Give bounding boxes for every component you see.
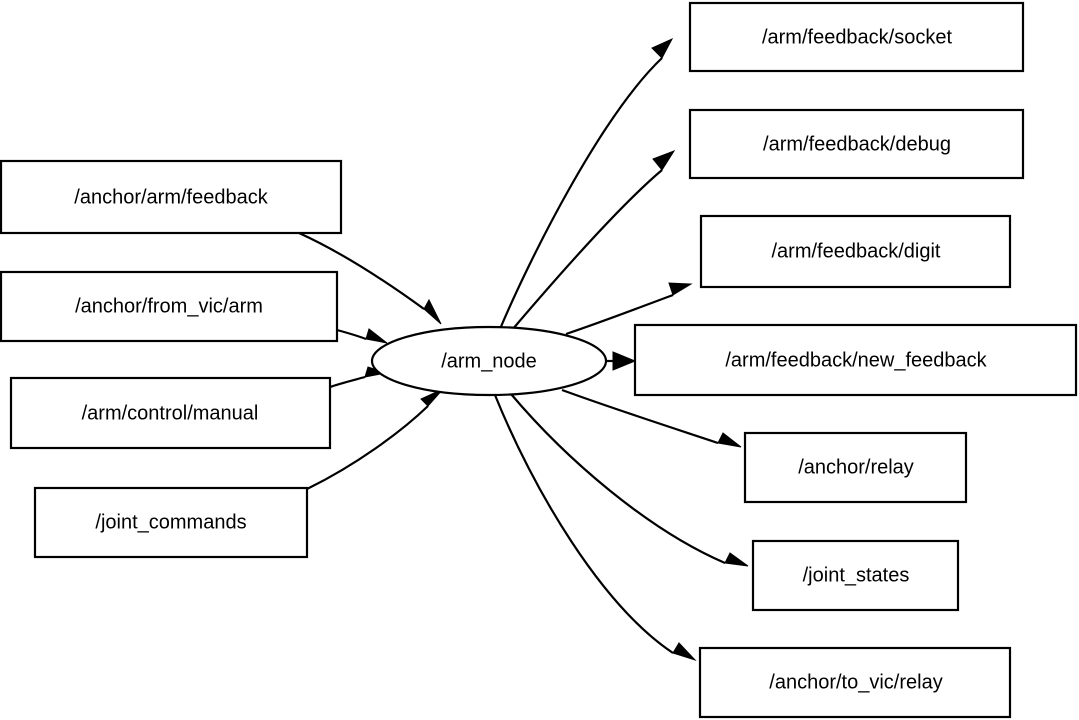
edges-outgoing (493, 37, 749, 662)
node-label-anchor-to-vic-relay: /anchor/to_vic/relay (769, 671, 942, 693)
output-nodes: /arm/feedback/socket /arm/feedback/debug… (633, 1, 1078, 719)
node-anchor-to-vic-relay[interactable]: /anchor/to_vic/relay (698, 646, 1012, 719)
node-arm-feedback-debug[interactable]: /arm/feedback/debug (688, 108, 1025, 180)
node-label-arm-node: /arm_node (441, 350, 537, 372)
node-arm-control-manual[interactable]: /arm/control/manual (9, 376, 332, 450)
node-arm-node[interactable]: /arm_node (370, 325, 608, 397)
node-label-arm-feedback-new-feedback: /arm/feedback/new_feedback (725, 349, 987, 371)
edge-arm-node-to-joint-states (510, 393, 749, 567)
edge-arm-node-to-arm-feedback-new-feedback (606, 351, 637, 371)
input-nodes: /anchor/arm/feedback /anchor/from_vic/ar… (0, 159, 343, 559)
edge-arm-node-to-arm-feedback-socket (498, 37, 674, 330)
node-label-arm-feedback-debug: /arm/feedback/debug (763, 133, 951, 155)
edge-anchor-from-vic-arm-to-arm-node (336, 328, 388, 344)
node-arm-feedback-new-feedback[interactable]: /arm/feedback/new_feedback (633, 323, 1078, 397)
edge-arm-node-to-anchor-to-vic-relay (493, 394, 697, 662)
node-joint-states[interactable]: /joint_states (751, 539, 960, 612)
edge-arm-node-to-arm-feedback-debug (511, 149, 676, 331)
edge-arm-node-to-anchor-relay (561, 388, 742, 448)
node-anchor-from-vic-arm[interactable]: /anchor/from_vic/arm (0, 270, 339, 343)
node-anchor-relay[interactable]: /anchor/relay (743, 431, 968, 504)
node-label-joint-states: /joint_states (803, 564, 910, 586)
node-anchor-arm-feedback[interactable]: /anchor/arm/feedback (0, 159, 343, 235)
edge-joint-commands-to-arm-node (306, 388, 444, 490)
node-arm-feedback-socket[interactable]: /arm/feedback/socket (688, 1, 1025, 73)
node-label-anchor-from-vic-arm: /anchor/from_vic/arm (75, 295, 263, 317)
node-label-joint-commands: /joint_commands (95, 511, 246, 533)
node-arm-feedback-digit[interactable]: /arm/feedback/digit (699, 214, 1012, 289)
node-label-arm-feedback-digit: /arm/feedback/digit (772, 240, 941, 262)
node-label-anchor-relay: /anchor/relay (798, 456, 914, 478)
edge-anchor-arm-feedback-to-arm-node (298, 231, 442, 325)
edges-incoming (298, 231, 444, 490)
node-label-arm-control-manual: /arm/control/manual (82, 402, 259, 424)
node-joint-commands[interactable]: /joint_commands (33, 486, 309, 559)
node-label-anchor-arm-feedback: /anchor/arm/feedback (74, 186, 268, 208)
node-label-arm-feedback-socket: /arm/feedback/socket (762, 26, 953, 48)
edge-arm-node-to-arm-feedback-digit (565, 282, 693, 336)
